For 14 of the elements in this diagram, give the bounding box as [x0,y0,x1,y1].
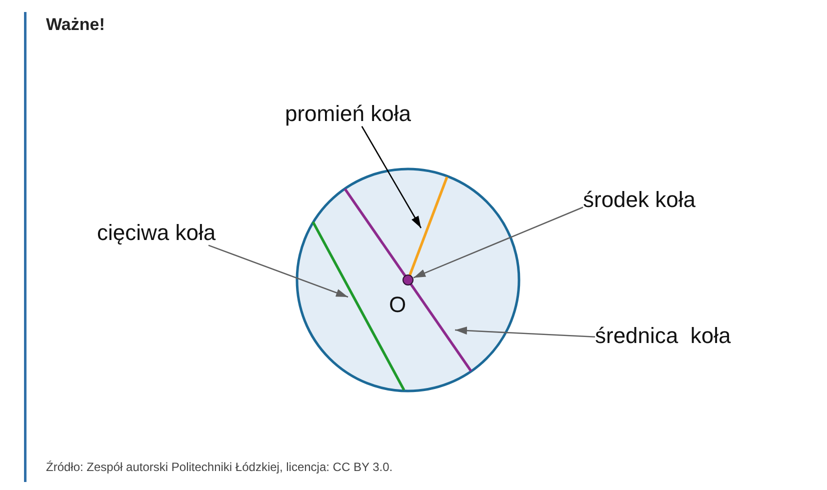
leader-arrow [208,244,348,298]
point-label: O [389,292,406,318]
part-label: promień koła [285,101,411,126]
leader-arrow [361,126,422,228]
part-label: cięciwa koła [97,220,216,246]
chord-line [312,221,406,391]
source-caption: Źródło: Zespół autorski Politechniki Łódzkiej, licencja: CC BY 3.0. [46,460,393,474]
heading: Ważne! [46,15,105,36]
leader-arrow [454,326,596,338]
radius-line [408,176,448,276]
leader-arrow [413,206,584,278]
part-label: średnica koła [595,323,731,348]
diameter-line [344,188,472,372]
part-label: środek koła [583,187,696,212]
